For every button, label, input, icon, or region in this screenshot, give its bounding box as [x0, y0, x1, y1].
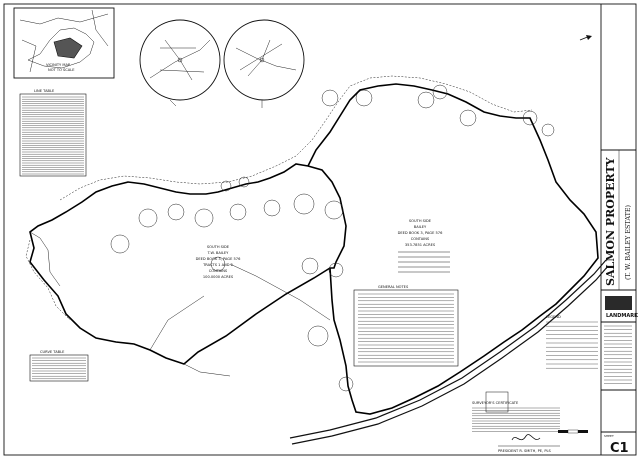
svg-text:TRACTS 1 AND 2: TRACTS 1 AND 2 [202, 263, 233, 267]
curve-table: CURVE TABLE [29, 350, 89, 382]
vicinity-map-label: VICINITY MAP [46, 63, 71, 67]
scale-bar [558, 429, 588, 434]
detail-circle-a [139, 19, 221, 101]
vicinity-map-note: NOT TO SCALE [48, 68, 75, 72]
firm-logo-text: LANDMARK [606, 313, 639, 319]
svg-text:SOUTH SIDE: SOUTH SIDE [207, 245, 230, 249]
south-tract-label: SOUTH SIDE T.W. BAILEY DEED BOOK 3, PAGE… [196, 245, 241, 279]
surveyor-signature [511, 434, 541, 441]
sheet-number: C1 [610, 441, 629, 456]
legend-title: LEGEND [546, 315, 561, 319]
sheet-label: SHEET [604, 434, 614, 438]
sheet-border [3, 3, 637, 456]
svg-text:CONTAINS: CONTAINS [209, 269, 228, 273]
vicinity-map: VICINITY MAP NOT TO SCALE [13, 7, 115, 79]
legend: LEGEND [546, 315, 598, 369]
area-summary [398, 251, 450, 273]
general-notes: GENERAL NOTES [353, 285, 459, 367]
svg-text:353.7851 ACRES: 353.7851 ACRES [405, 243, 436, 247]
title-block: SALMON PROPERTY (T. W. BAILEY ESTATE) LA… [601, 149, 639, 456]
surveyor-cert-title: SURVEYOR'S CERTIFICATE [472, 401, 519, 405]
surveyor-name: PRESIDENT R. SMITH, PE, PLS [498, 449, 552, 453]
svg-text:CONTAINS: CONTAINS [411, 237, 430, 241]
svg-text:BAILEY: BAILEY [414, 225, 427, 229]
firm-logo [605, 296, 632, 310]
svg-text:DEED BOOK 3, PAGE 576: DEED BOOK 3, PAGE 576 [196, 257, 241, 261]
svg-text:T.W. BAILEY: T.W. BAILEY [207, 251, 230, 255]
surveyor-certificate: SURVEYOR'S CERTIFICATE PRESIDENT R. SMIT… [472, 391, 560, 453]
north-tract-label: SOUTH SIDE BAILEY DEED BOOK 3, PAGE 576 … [398, 219, 443, 247]
detail-circles-small [110, 84, 555, 392]
general-notes-title: GENERAL NOTES [378, 285, 409, 289]
surveyor-seal [485, 391, 509, 413]
line-table-title: LINE TABLE [34, 89, 55, 93]
svg-text:DEED BOOK 3, PAGE 576: DEED BOOK 3, PAGE 576 [398, 231, 443, 235]
project-title: SALMON PROPERTY [604, 157, 617, 286]
south-tract-boundary [29, 163, 347, 377]
detail-circle-b [223, 19, 305, 101]
road [289, 259, 609, 445]
project-subtitle: (T. W. BAILEY ESTATE) [624, 205, 632, 280]
line-table: LINE TABLE [19, 89, 87, 177]
svg-text:100.0000 ACRES: 100.0000 ACRES [203, 275, 234, 279]
north-arrow-icon [579, 35, 592, 41]
svg-text:SOUTH SIDE: SOUTH SIDE [409, 219, 432, 223]
north-tract-boundary [307, 83, 599, 415]
curve-table-title: CURVE TABLE [40, 350, 65, 354]
